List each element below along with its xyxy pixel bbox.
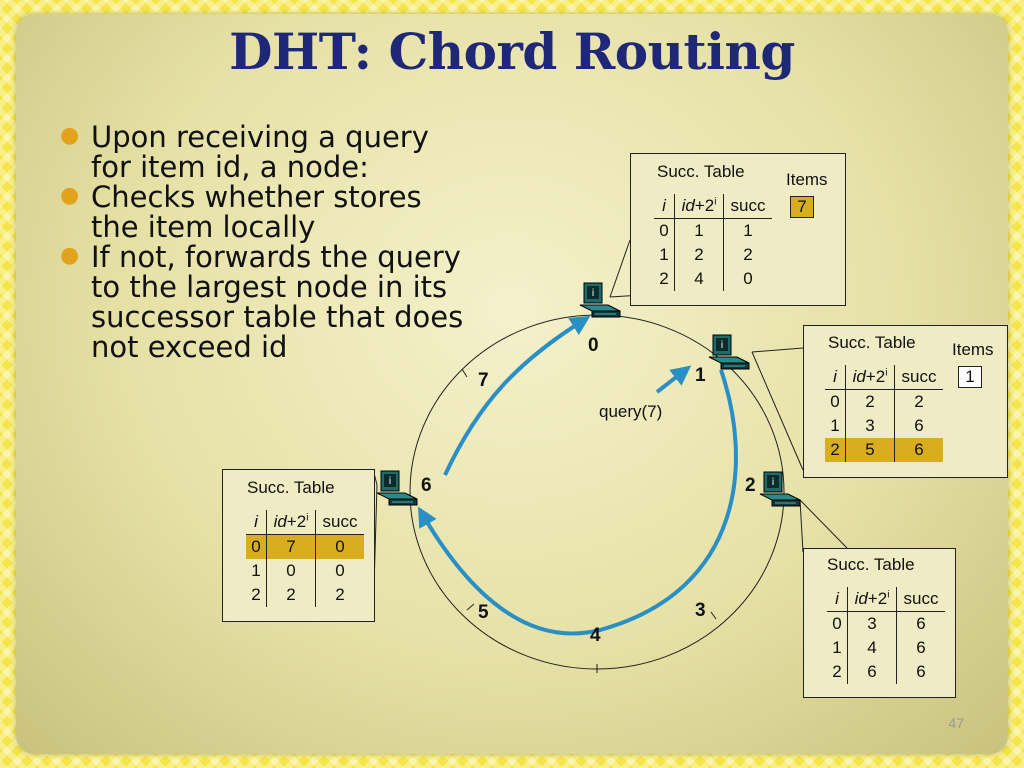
succ-table-label: Succ. Table	[657, 162, 745, 181]
item-value: 1	[958, 366, 982, 388]
bullet-item: ●Checks whether stores the item locally	[60, 180, 422, 244]
computer-node-icon: i	[376, 470, 418, 506]
bullet-icon: ●	[60, 183, 80, 208]
items-label: Items	[952, 340, 994, 359]
bullet-icon: ●	[60, 123, 80, 148]
computer-node-icon: i	[708, 334, 750, 370]
item-value: 7	[790, 196, 814, 218]
node-label-0: 0	[588, 335, 599, 356]
bullet-list: ●Upon receiving a query for item id, a n…	[60, 122, 470, 362]
node-label-3: 3	[695, 600, 706, 621]
page-number: 47	[948, 715, 964, 731]
bullet-item: ●If not, forwards the query to the large…	[60, 240, 464, 364]
bullet-icon: ●	[60, 243, 80, 268]
node-label-1: 1	[695, 365, 706, 386]
svg-text:i: i	[389, 476, 392, 487]
succ-table-label: Succ. Table	[828, 333, 916, 352]
svg-text:i: i	[772, 477, 775, 488]
node-label-6: 6	[421, 475, 432, 496]
node-label-2: 2	[745, 475, 756, 496]
slide-title: DHT: Chord Routing	[229, 22, 795, 81]
succ-table-label: Succ. Table	[247, 478, 335, 497]
bullet-item: ●Upon receiving a query for item id, a n…	[60, 120, 429, 184]
node-label-4: 4	[590, 625, 601, 646]
computer-node-icon: i	[759, 471, 801, 507]
svg-text:i: i	[592, 288, 595, 299]
query-label: query(7)	[599, 402, 663, 421]
computer-node-icon: i	[579, 282, 621, 318]
items-label: Items	[786, 170, 828, 189]
node-label-7: 7	[478, 370, 489, 391]
succ-table-label: Succ. Table	[827, 555, 915, 574]
node-label-5: 5	[478, 602, 489, 623]
svg-text:i: i	[721, 340, 724, 351]
